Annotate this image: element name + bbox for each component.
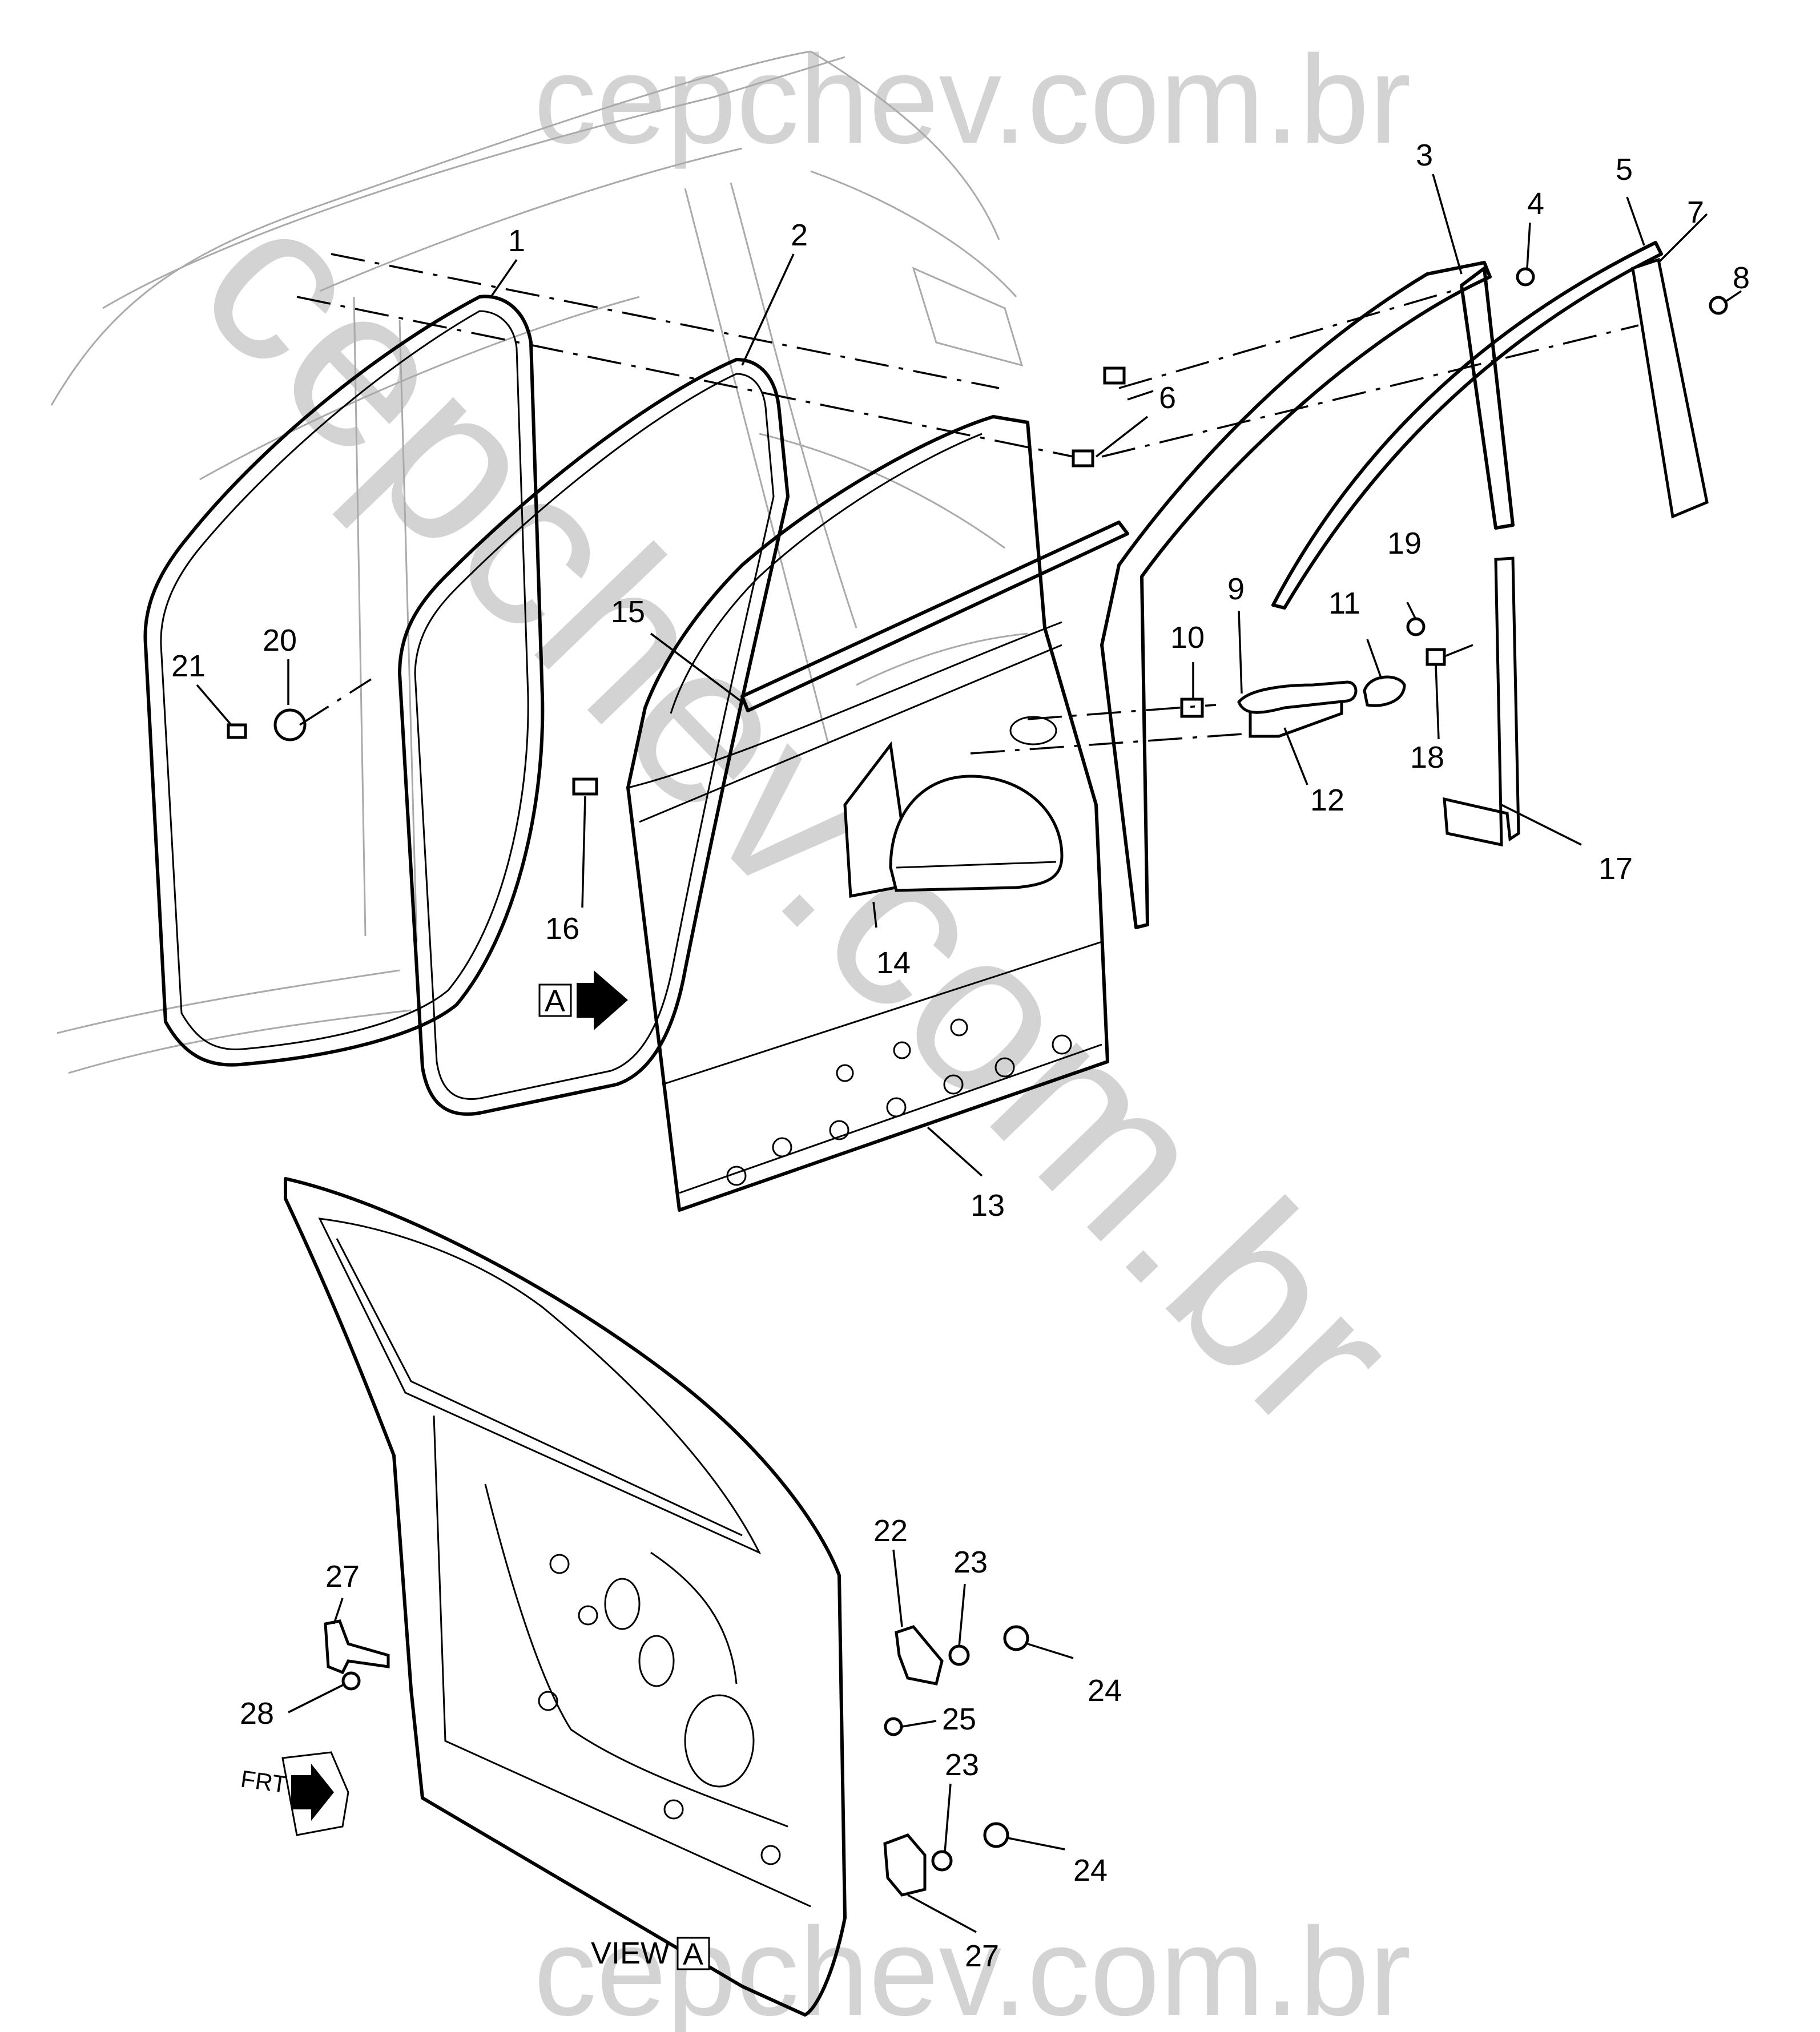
callout-1: 1 [508, 224, 525, 258]
callout-15: 15 [611, 595, 645, 629]
part-21-bolt [227, 723, 247, 739]
callout-23-lower: 23 [945, 1748, 979, 1782]
callout-18: 18 [1410, 740, 1444, 775]
vehicle-body-outline [50, 50, 1028, 1074]
callout-labels: 1 2 3 4 5 6 7 8 9 10 11 12 13 14 15 16 1… [171, 138, 1750, 1973]
callout-14: 14 [876, 946, 911, 980]
part-11-lock-cap [1363, 675, 1406, 707]
part-6-clip-lower [1072, 449, 1094, 467]
callout-24-lower: 24 [1073, 1853, 1108, 1888]
callout-6: 6 [1159, 381, 1176, 415]
callout-2: 2 [791, 218, 808, 252]
part-28-bolt [341, 1671, 361, 1691]
part-22-upper-hinge [895, 1625, 944, 1686]
part-9-outside-handle [1237, 680, 1358, 714]
part-1-body-weatherstrip [143, 295, 545, 1067]
callout-17: 17 [1598, 852, 1633, 886]
part-6-clip-upper [1103, 366, 1126, 385]
part-13-door-assembly [626, 415, 1109, 1212]
part-18-nut [1426, 648, 1446, 666]
view-marker-letter: A [545, 984, 565, 1018]
callout-22: 22 [873, 1514, 908, 1548]
watermark-top: cepchev.com.br [534, 29, 1411, 170]
part-19-bolt [1406, 617, 1426, 636]
callout-19: 19 [1387, 526, 1422, 561]
part-25-nut [884, 1717, 903, 1736]
callout-3: 3 [1416, 138, 1433, 172]
callout-27: 27 [325, 1559, 360, 1594]
part-16-bolt [572, 777, 598, 796]
callout-13: 13 [971, 1188, 1005, 1223]
leader-lines [196, 174, 1742, 1933]
part-3-glass-run-channel [1100, 261, 1492, 929]
front-indicator: FRT [239, 1751, 349, 1836]
view-caption-text: VIEW [591, 1936, 670, 1970]
view-a-marker: A [538, 970, 628, 1030]
callout-21: 21 [171, 649, 206, 683]
callout-8: 8 [1733, 261, 1750, 295]
callout-9: 9 [1227, 572, 1245, 606]
part-7-applique [1631, 257, 1709, 519]
part-4-nut [1516, 267, 1535, 287]
callout-10: 10 [1170, 620, 1205, 655]
assembly-lines [296, 253, 1639, 755]
part-20-striker [273, 708, 307, 741]
callout-20: 20 [263, 623, 297, 658]
part-24-bolt-lower [983, 1822, 1009, 1848]
callout-4: 4 [1527, 187, 1544, 221]
callout-12: 12 [1310, 783, 1344, 817]
part-14-outside-mirror [843, 741, 1064, 898]
view-caption-letter: A [683, 1937, 703, 1971]
part-26-lower-hinge [883, 1833, 927, 1897]
view-direction-arrow-icon [577, 970, 628, 1030]
part-24-bolt-upper [1003, 1625, 1029, 1651]
callout-28: 28 [240, 1696, 274, 1731]
front-indicator-text: FRT [239, 1765, 289, 1798]
part-10-clip [1180, 698, 1204, 718]
part-15-belt-molding [740, 521, 1129, 712]
callout-24-upper: 24 [1088, 1674, 1122, 1708]
callout-5: 5 [1616, 152, 1633, 187]
callout-23-upper: 23 [953, 1545, 988, 1579]
part-23-bolt-upper [948, 1644, 970, 1666]
front-arrow-icon [291, 1764, 334, 1821]
part-27-check-link [324, 1619, 390, 1675]
door-handle-pocket [1009, 716, 1057, 745]
callout-16: 16 [545, 912, 579, 946]
callout-26: 27 [965, 1939, 999, 1973]
callout-25: 25 [942, 1702, 976, 1736]
part-2-door-weatherstrip [398, 358, 790, 1116]
part-17-rear-glass-channel [1443, 557, 1520, 847]
watermark-diagonal: cepchev.com.br [152, 154, 1445, 1479]
part-8-nut [1709, 296, 1728, 315]
door-fastener-row [726, 1018, 1072, 1186]
view-a-door-inner [284, 1177, 847, 2017]
part-5-reveal-molding [1271, 241, 1663, 610]
view-caption: VIEW A [591, 1936, 710, 1971]
part-23-bolt-lower [931, 1850, 953, 1872]
callout-11: 11 [1328, 586, 1360, 620]
callout-7: 7 [1687, 195, 1704, 229]
